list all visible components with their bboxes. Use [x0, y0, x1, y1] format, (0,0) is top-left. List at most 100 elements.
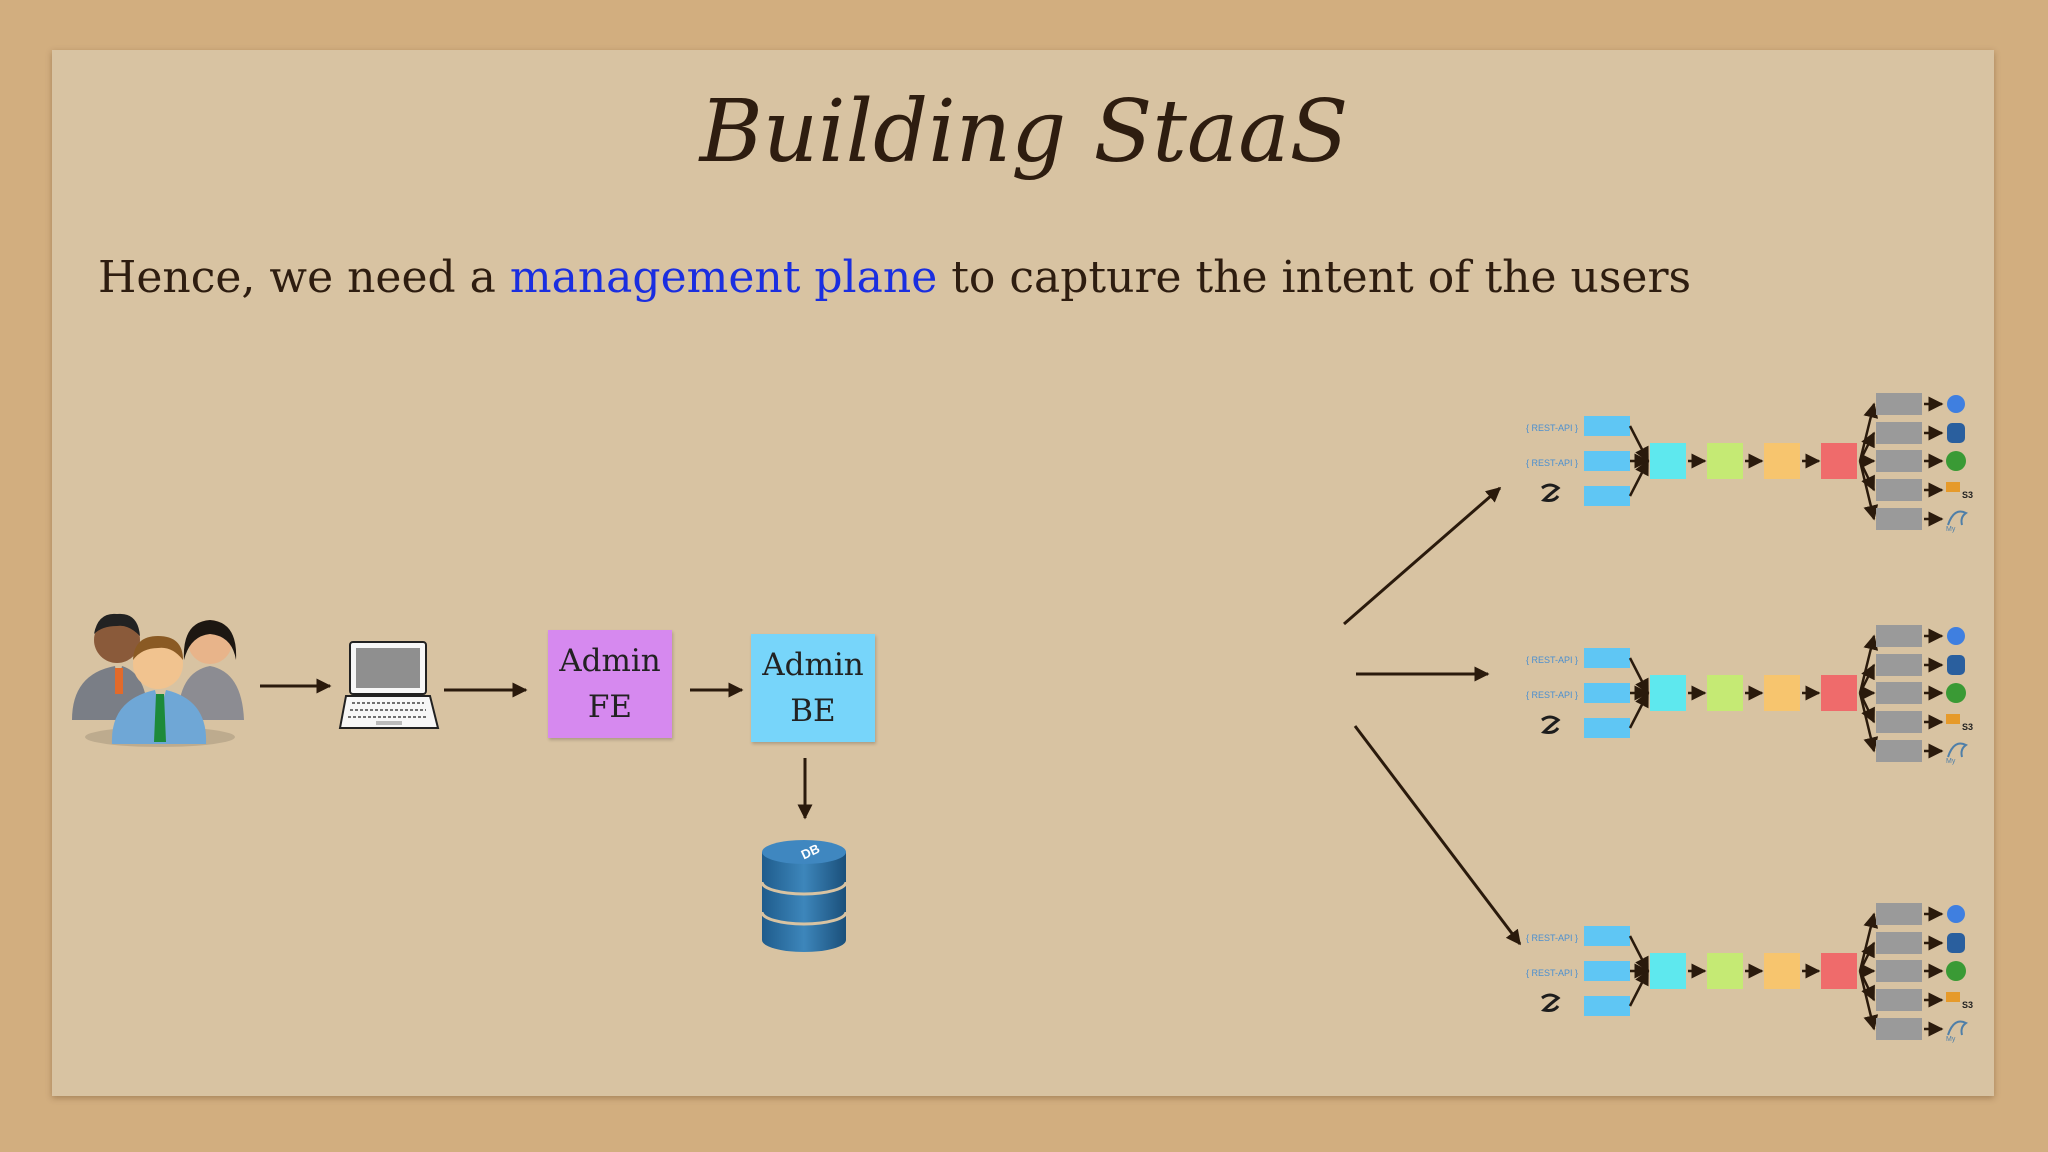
slide-paper — [52, 50, 1994, 1096]
subtitle-text-before: Hence, we need a — [98, 252, 510, 303]
sink-node — [1876, 450, 1922, 472]
subtitle-highlight: management plane — [509, 252, 938, 303]
processing-stage-2 — [1707, 953, 1743, 989]
dolphin-icon — [1947, 742, 1968, 758]
merge-arrow — [1628, 691, 1650, 729]
admin-fe-line2: FE — [587, 689, 633, 725]
sink-node — [1876, 989, 1922, 1011]
document-db-icon — [1946, 961, 1966, 981]
source-label-rest-api: { REST-API } — [1526, 655, 1578, 665]
fanout-arrow — [1858, 912, 1879, 972]
sink-label-s3: S3 — [1962, 490, 1973, 500]
laptop-icon — [338, 641, 440, 729]
document-db-icon — [1946, 451, 1966, 471]
source-label-rest-api: { REST-API } — [1526, 968, 1578, 978]
fanout-arrow — [1858, 460, 1879, 521]
dolphin-icon — [1947, 1020, 1968, 1036]
processing-stage-4 — [1821, 675, 1857, 711]
database-sink-icon — [1947, 933, 1965, 953]
processing-stage-3 — [1764, 443, 1800, 479]
sink-label-my: My — [1946, 526, 1956, 533]
processing-stage-1 — [1650, 443, 1686, 479]
source-label-rest-api: { REST-API } — [1526, 690, 1578, 700]
source-node — [1584, 718, 1630, 738]
admin-be-line2: BE — [790, 693, 836, 729]
fanout-arrow — [1858, 692, 1879, 753]
processing-stage-3 — [1764, 953, 1800, 989]
admin-be-line1: Admin — [762, 647, 864, 683]
fanout-arrow — [1858, 970, 1879, 1031]
database-sink-icon — [1947, 655, 1965, 675]
source-label-rest-api: { REST-API } — [1526, 458, 1578, 468]
source-node — [1584, 648, 1630, 668]
merge-arrow — [1628, 657, 1650, 695]
sink-node — [1876, 625, 1922, 647]
dolphin-icon — [1947, 510, 1968, 526]
source-node — [1584, 416, 1630, 436]
search-engine-icon — [1947, 627, 1965, 645]
merge-arrow — [1628, 459, 1650, 497]
processing-stage-1 — [1650, 675, 1686, 711]
source-label-rest-api: { REST-API } — [1526, 933, 1578, 943]
sink-node — [1876, 932, 1922, 954]
processing-stage-4 — [1821, 443, 1857, 479]
sink-node — [1876, 422, 1922, 444]
fanout-arrow — [1858, 634, 1879, 694]
users-group-icon — [72, 613, 244, 747]
processing-stage-1 — [1650, 953, 1686, 989]
fanout-arrow — [1858, 402, 1879, 462]
merge-arrow — [1628, 935, 1650, 973]
sink-node — [1876, 960, 1922, 982]
admin-fe-box: Admin FE — [548, 630, 672, 738]
sink-label-s3: S3 — [1962, 722, 1973, 732]
sink-label-my: My — [1946, 758, 1956, 765]
stream-source-icon — [1540, 483, 1561, 502]
processing-stage-2 — [1707, 675, 1743, 711]
source-node — [1584, 926, 1630, 946]
processing-stage-4 — [1821, 953, 1857, 989]
bucket-icon — [1946, 714, 1960, 724]
source-node — [1584, 961, 1630, 981]
document-db-icon — [1946, 683, 1966, 703]
bucket-icon — [1946, 992, 1960, 1002]
stream-source-icon — [1540, 715, 1561, 734]
source-node — [1584, 996, 1630, 1016]
source-label-rest-api: { REST-API } — [1526, 423, 1578, 433]
slide-subtitle: Hence, we need a management plane to cap… — [98, 252, 1691, 303]
subtitle-text-after: to capture the intent of the users — [937, 252, 1692, 303]
sink-node — [1876, 903, 1922, 925]
merge-arrow — [1628, 425, 1650, 463]
sink-node — [1876, 1018, 1922, 1040]
database-icon: DB — [760, 840, 848, 952]
source-node — [1584, 451, 1630, 471]
arrow-to-pipeline-1 — [1343, 486, 1502, 626]
admin-be-box: Admin BE — [751, 634, 875, 742]
source-node — [1584, 683, 1630, 703]
sink-label-s3: S3 — [1962, 1000, 1973, 1010]
sink-node — [1876, 682, 1922, 704]
processing-stage-3 — [1764, 675, 1800, 711]
sink-node — [1876, 711, 1922, 733]
slide-title: Building StaaS — [699, 82, 1349, 182]
sink-node — [1876, 654, 1922, 676]
processing-stage-2 — [1707, 443, 1743, 479]
bucket-icon — [1946, 482, 1960, 492]
merge-arrow — [1628, 969, 1650, 1007]
sink-node — [1876, 393, 1922, 415]
sink-node — [1876, 508, 1922, 530]
search-engine-icon — [1947, 905, 1965, 923]
arrow-to-pipeline-3 — [1353, 725, 1522, 946]
sink-label-my: My — [1946, 1036, 1956, 1043]
database-sink-icon — [1947, 423, 1965, 443]
db-label: DB — [799, 841, 822, 863]
search-engine-icon — [1947, 395, 1965, 413]
source-node — [1584, 486, 1630, 506]
stream-source-icon — [1540, 993, 1561, 1012]
admin-fe-line1: Admin — [559, 643, 661, 679]
sink-node — [1876, 740, 1922, 762]
